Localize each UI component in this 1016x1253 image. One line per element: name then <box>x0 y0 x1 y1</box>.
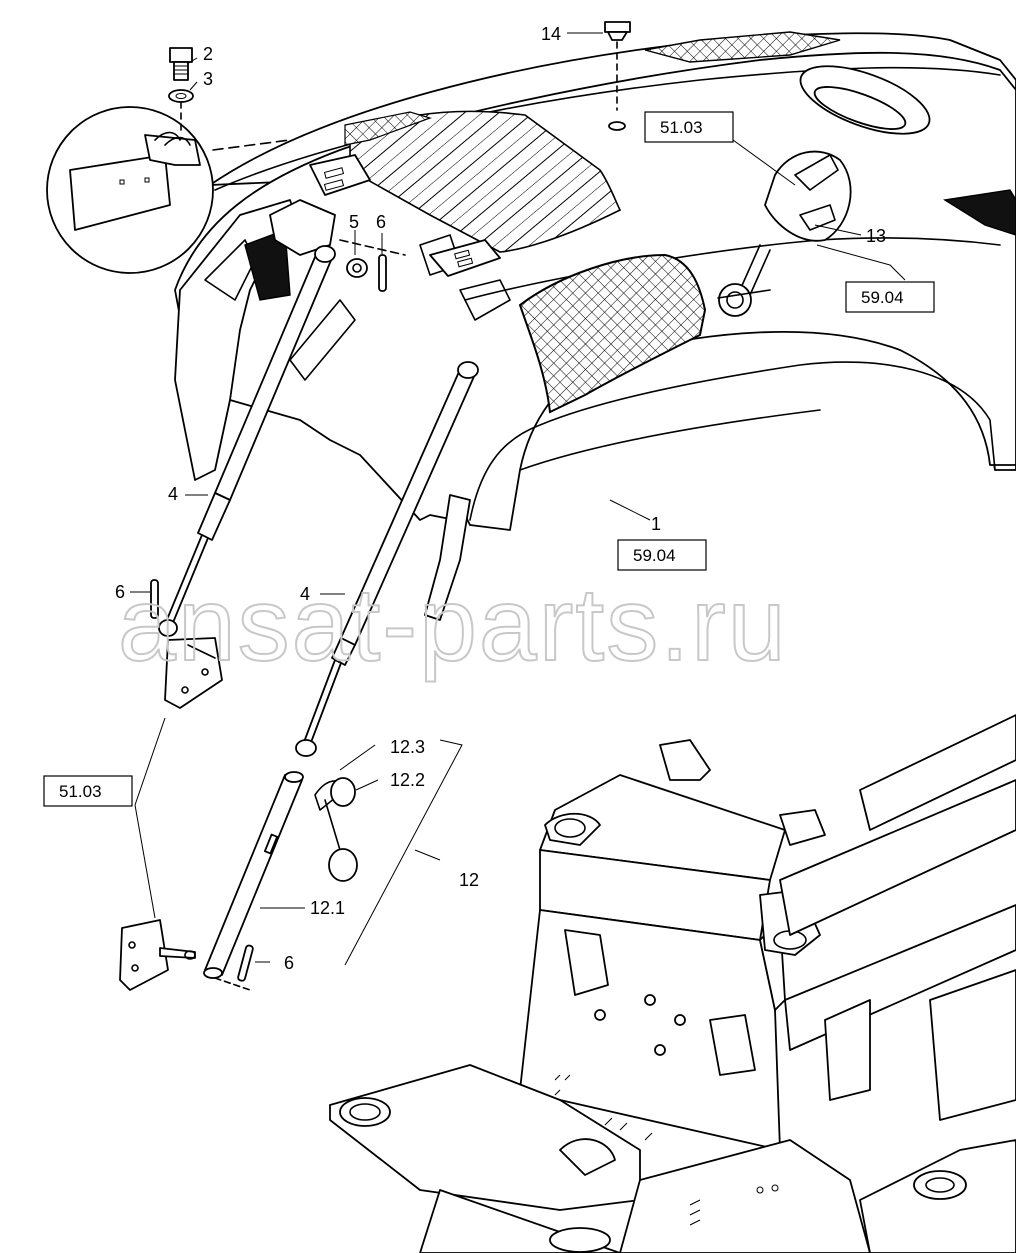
callout-12: 12 <box>459 870 479 890</box>
callout-5: 5 <box>349 212 359 232</box>
ref-text-59-04-center: 59.04 <box>633 546 676 565</box>
callout-12-2: 12.2 <box>390 770 425 790</box>
gas-strut-right <box>295 361 479 757</box>
reference-boxes: 51.03 59.04 59.04 51.03 <box>43 111 935 807</box>
ref-box-59-04-center <box>617 539 707 571</box>
ref-box-51-03-top <box>644 111 734 143</box>
bolt-and-washer <box>168 47 194 131</box>
callout-6-top: 6 <box>376 212 386 232</box>
callout-1: 1 <box>651 514 661 534</box>
ref-text-51-03-left: 51.03 <box>59 782 102 801</box>
callout-6-left: 6 <box>115 582 125 602</box>
strut-mount-bracket-lower <box>119 919 196 991</box>
ref-box-51-03-left <box>43 775 133 807</box>
callout-4-left: 4 <box>168 484 178 504</box>
gas-strut-left <box>158 245 336 637</box>
callout-13: 13 <box>866 226 886 246</box>
ref-text-59-04-right: 59.04 <box>861 288 904 307</box>
plug <box>604 21 631 131</box>
callout-12-3: 12.3 <box>390 737 425 757</box>
callout-6-bottom: 6 <box>284 953 294 973</box>
leader-lines <box>130 32 906 966</box>
strut-mount-bracket-upper <box>150 579 223 709</box>
callout-12-1: 12.1 <box>310 898 345 918</box>
strut-assembly-12 <box>203 771 358 991</box>
ref-text-51-03-top: 51.03 <box>660 118 703 137</box>
watermark-text: ansat-parts.ru <box>118 567 788 683</box>
chassis-frame <box>329 714 1016 1253</box>
ref-box-59-04-right <box>845 281 935 313</box>
callout-14: 14 <box>541 24 561 44</box>
detail-circle <box>46 106 291 274</box>
hood-latch <box>717 150 852 317</box>
callout-3: 3 <box>203 69 213 89</box>
callout-4-right: 4 <box>300 584 310 604</box>
callout-labels: 2 3 14 5 6 13 4 1 6 4 12.3 12.2 12 12.1 … <box>115 24 886 973</box>
callout-2: 2 <box>203 44 213 64</box>
washer-and-pin-top <box>339 239 406 292</box>
